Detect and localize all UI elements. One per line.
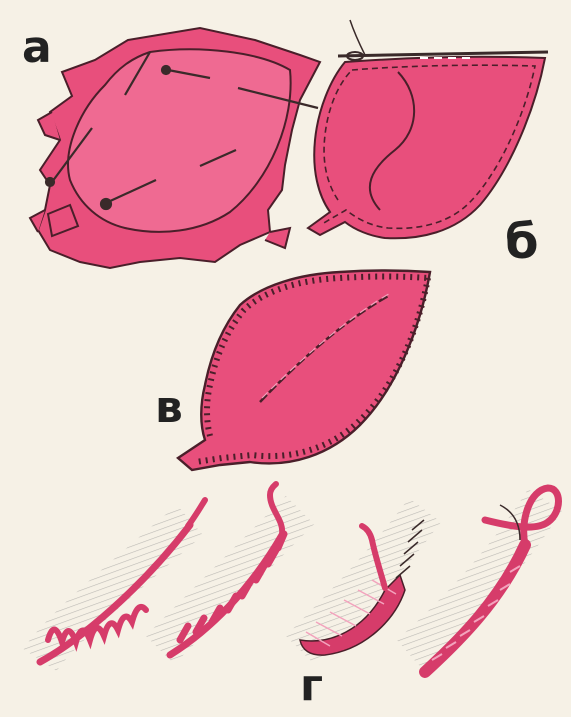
figure-label-v: в xyxy=(155,386,183,430)
needle-icon xyxy=(338,20,548,60)
figure-a-pinned-pieces xyxy=(30,28,320,268)
figure-g-stitch-samples xyxy=(40,484,559,672)
figure-label-a: а xyxy=(22,26,52,70)
figure-label-g: г xyxy=(300,664,323,708)
figure-v-finished-leaf xyxy=(178,271,430,471)
figure-b-running-stitch xyxy=(308,20,548,238)
felt-leaf-v xyxy=(178,271,430,471)
figure-label-b: б xyxy=(505,218,539,266)
